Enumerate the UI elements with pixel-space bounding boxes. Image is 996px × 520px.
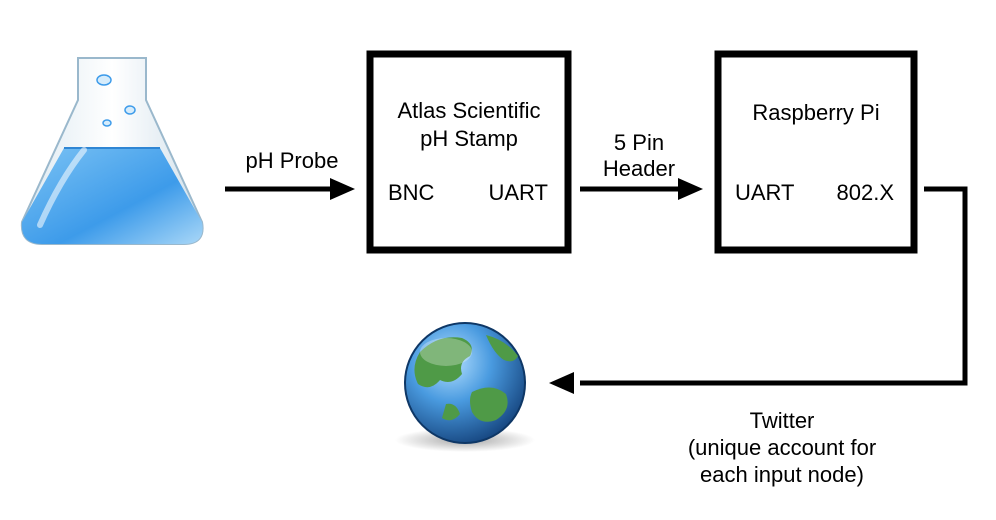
twitter-connector-arrow xyxy=(549,186,968,394)
header-link-label-line2: Header xyxy=(603,156,675,181)
twitter-label-line1: Twitter xyxy=(750,408,815,433)
ph-stamp-box xyxy=(366,50,572,254)
raspberry-pi-uart-port: UART xyxy=(735,180,795,205)
raspberry-pi-box xyxy=(714,50,918,254)
ph-stamp-bnc-port: BNC xyxy=(388,180,435,205)
erlenmeyer-flask-icon xyxy=(20,57,204,245)
ph-stamp-title-line2: pH Stamp xyxy=(420,126,518,151)
globe-icon xyxy=(395,322,535,452)
raspberry-pi-title: Raspberry Pi xyxy=(752,100,879,125)
ph-stamp-title-line1: Atlas Scientific xyxy=(397,98,540,123)
raspberry-pi-wifi-port: 802.X xyxy=(837,180,895,205)
header-arrow xyxy=(580,178,703,200)
probe-link-label: pH Probe xyxy=(246,148,339,173)
header-link-label-line1: 5 Pin xyxy=(614,130,664,155)
twitter-label-line3: each input node) xyxy=(700,462,864,487)
twitter-label-line2: (unique account for xyxy=(688,435,876,460)
probe-arrow xyxy=(225,178,355,200)
ph-stamp-uart-port: UART xyxy=(489,180,549,205)
